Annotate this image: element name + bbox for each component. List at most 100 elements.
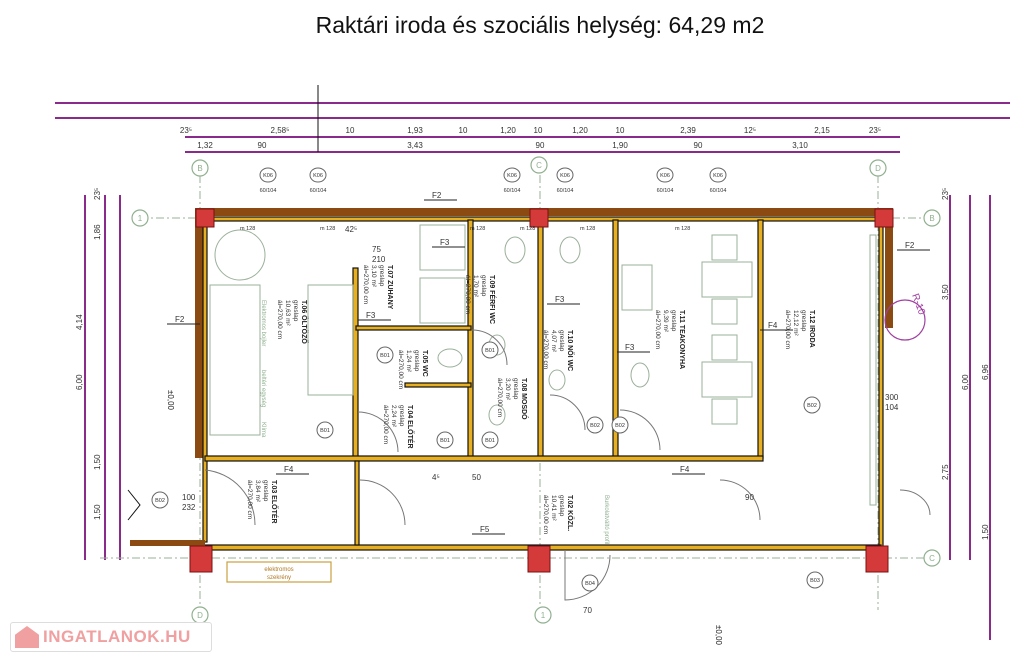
room-label: greslap [262, 480, 269, 502]
window-tag [709, 167, 727, 183]
dimension-text: 70 [583, 606, 592, 615]
grid-axis-label: B [197, 164, 202, 173]
window-code: K06 [660, 173, 670, 179]
dimension-text: 210 [372, 255, 386, 264]
interior-wall [354, 460, 360, 546]
room-label: greslap [398, 405, 405, 427]
dimension-text: 1,50 [93, 504, 102, 520]
room-label: ál=270,00 cm [276, 300, 283, 339]
dimension-text: 6,00 [75, 374, 84, 390]
dimension-text: 10 [459, 126, 468, 135]
exterior-wall-right [885, 208, 893, 328]
door-tag [316, 421, 334, 439]
interior-wall [352, 267, 359, 459]
corridor-wall [204, 455, 764, 462]
room-label: ál=270,00 cm [654, 310, 661, 349]
f-mark-label: F3 [625, 343, 635, 352]
grid-axis-label: C [929, 554, 935, 563]
room-label: T.02 KÖZL. [566, 495, 575, 531]
dimension-text: 6,00 [961, 374, 970, 390]
room-label: T.03 ELŐTÉR [270, 480, 279, 524]
room-label: ál=270,00 cm [784, 310, 791, 349]
klima-unit-note: beltéri egység [260, 370, 266, 407]
interior-wall [355, 325, 472, 331]
plan-title: Raktári iroda és szociális helység: 64,2… [315, 12, 765, 38]
grid-axis-label: B [929, 214, 934, 223]
door-tag [481, 431, 499, 449]
grid-axis-bubble [191, 159, 209, 177]
room-label: 9,39 m² [662, 310, 669, 333]
room-label: ál=270,00 cm [542, 330, 549, 369]
room-label: greslap [378, 265, 385, 287]
cabinet-label-1: elektromos [264, 567, 293, 573]
f-mark-label: F2 [432, 191, 442, 200]
room-label: ál=270,00 cm [496, 378, 503, 417]
grid-axis-bubble [923, 209, 941, 227]
window-size: 60/104 [310, 188, 327, 194]
window-tag [503, 167, 521, 183]
window-tag [556, 167, 574, 183]
dimension-text: 1,50 [93, 454, 102, 470]
room-label: 1,70 m² [472, 275, 479, 298]
room-label: greslap [512, 378, 519, 400]
dimension-text: 4⁵ [432, 473, 440, 482]
f-mark-label: F4 [768, 321, 778, 330]
dimension-text: 1,86 [93, 224, 102, 240]
klima-note: Klíma [260, 422, 266, 438]
room-label: T.07 ZUHANY [386, 265, 393, 310]
room-label: greslap [670, 310, 677, 332]
room-label: T.04 ELŐTÉR [406, 405, 415, 449]
dimension-text: 23⁵ [941, 188, 950, 200]
dimension-text: 4,14 [75, 314, 84, 330]
dimension-text: 90 [745, 493, 754, 502]
dimension-text: 90 [536, 141, 545, 150]
room-label: T.06 ÖLTÖZŐ [300, 300, 309, 344]
window-tag [656, 167, 674, 183]
room-label: ál=270,00 cm [464, 275, 471, 314]
dimension-text: 300 [885, 393, 899, 402]
window-tag [309, 167, 327, 183]
cabinet-label-2: szekrény [267, 575, 291, 581]
room-label: T.12 IRODA [808, 310, 815, 348]
window-size: 60/104 [557, 188, 574, 194]
room-label: T.05 WC [421, 350, 428, 377]
room-label: greslap [480, 275, 487, 297]
dimension-text: 90 [694, 141, 703, 150]
dimension-text: 3,50 [941, 284, 950, 300]
room-label: 12,12 m² [792, 310, 799, 336]
door-code: B01 [440, 438, 450, 444]
room-label: 3,84 m² [254, 480, 261, 503]
window-code: K06 [313, 173, 323, 179]
dimension-text: 42⁵ [345, 225, 357, 234]
exterior-wall-left [195, 208, 203, 458]
window-size: 60/104 [504, 188, 521, 194]
boiler-note: Elektromos bojler [260, 300, 266, 346]
dimension-text: 2,39 [680, 126, 696, 135]
furniture [209, 224, 877, 506]
dimension-text: 1,50 [981, 524, 990, 540]
grid-axis-label: C [536, 161, 542, 170]
dimension-text: 23⁵ [869, 126, 881, 135]
dimension-text: 1,20 [572, 126, 588, 135]
room-label: ál=270,00 cm [542, 495, 549, 534]
dimension-text: 3,43 [407, 141, 423, 150]
f-mark-label: F4 [284, 465, 294, 474]
door-code: B03 [810, 578, 820, 584]
room-label: ál=270,00 cm [382, 405, 389, 444]
window-code: K06 [713, 173, 723, 179]
entrance-arrow-icon [127, 489, 141, 521]
door-code: B02 [615, 423, 625, 429]
lintel-label: m 128 [580, 226, 595, 232]
room-label: greslap [800, 310, 807, 332]
interior-wall [467, 219, 474, 459]
room-label: ál=270,00 cm [362, 265, 369, 304]
dimension-text: 12⁵ [744, 126, 756, 135]
dimension-text: 6,96 [981, 364, 990, 380]
room-label: 10,63 m² [284, 300, 291, 326]
door-code: B02 [590, 423, 600, 429]
f-mark-label: F5 [480, 525, 490, 534]
column [865, 545, 889, 573]
section-marker [884, 299, 926, 341]
column [529, 208, 549, 228]
door-code: B04 [585, 581, 595, 587]
